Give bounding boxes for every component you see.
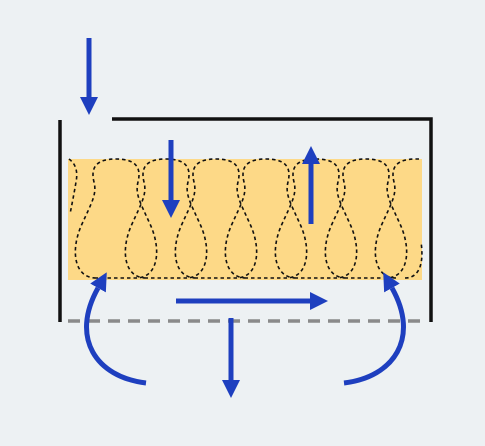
insulation-loop-1 (74, 158, 158, 279)
flow-arrows (80, 38, 406, 398)
insulation-loop-left-edge (68, 158, 78, 215)
arrow-curving-up-left-icon (84, 272, 147, 386)
insulation-loop-right-edge (404, 241, 423, 279)
insulation-loop-3 (174, 158, 258, 279)
wall-frame (58, 117, 433, 322)
insulation-loop-2 (124, 158, 208, 279)
insulation-loop-7 (374, 158, 421, 279)
insulation-loop-4 (224, 158, 308, 279)
arrow-curving-up-right-icon (343, 272, 406, 386)
frame-top-and-right (112, 117, 433, 322)
insulation-loop-6 (324, 158, 408, 279)
insulation-batt (68, 159, 422, 280)
